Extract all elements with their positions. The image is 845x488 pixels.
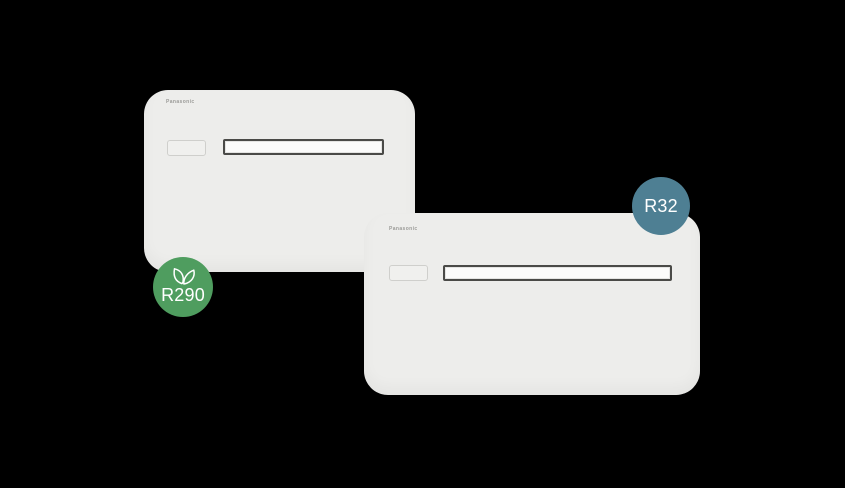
panasonic-logo: Panasonic — [389, 226, 418, 232]
refrigerant-badge-r290: R290 — [153, 257, 213, 317]
display-window — [167, 140, 206, 156]
panasonic-logo: Panasonic — [166, 99, 195, 105]
air-vent-bar — [223, 139, 384, 155]
refrigerant-badge-r32: R32 — [632, 177, 690, 235]
air-vent-bar — [443, 265, 672, 281]
badge-label: R290 — [161, 285, 205, 305]
ac-unit-r290-panel: Panasonic — [144, 90, 415, 272]
display-window — [389, 265, 428, 281]
ac-unit-r32-panel: Panasonic — [364, 213, 700, 395]
leaf-icon — [170, 265, 197, 285]
badge-label: R32 — [644, 196, 678, 216]
